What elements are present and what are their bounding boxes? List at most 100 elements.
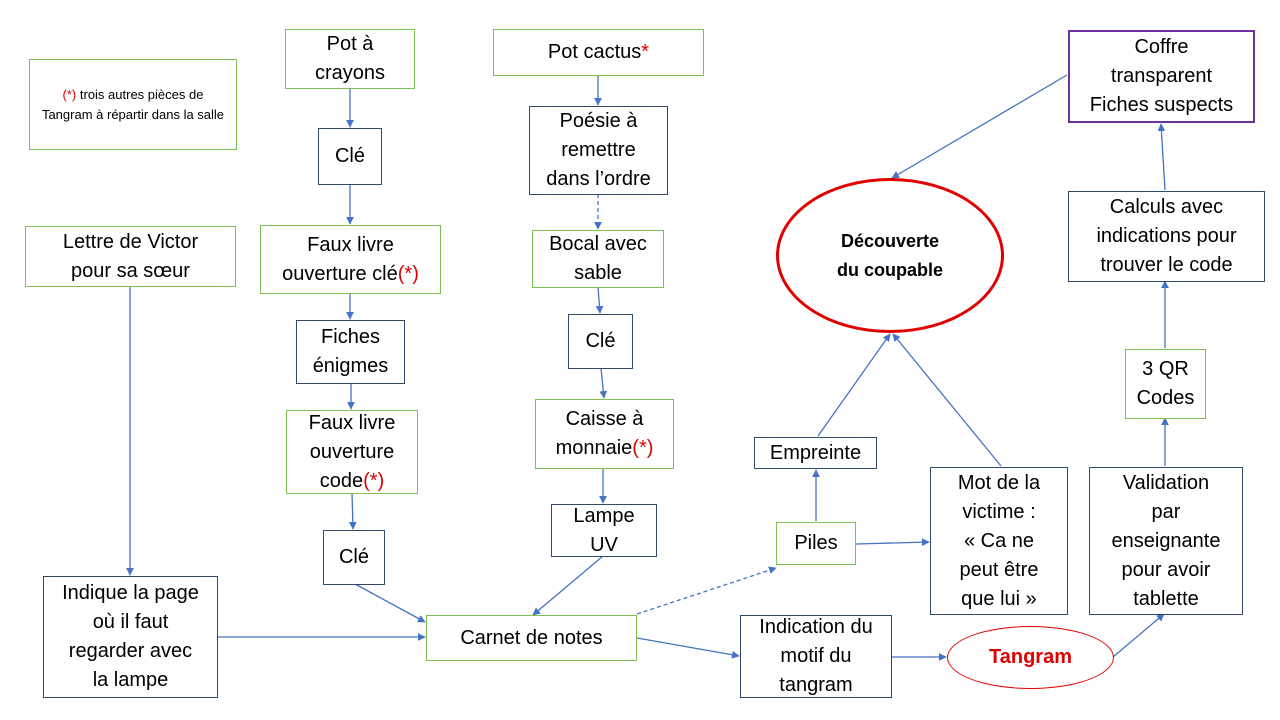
node-line: Bocal avec — [549, 233, 647, 255]
node-indication-motif: Indication du motif du tangram — [740, 615, 892, 698]
node-line: Indication du — [759, 616, 873, 638]
node-poesie: Poésie à remettre dans l’ordre — [529, 106, 668, 195]
node-line: où il faut — [92, 611, 169, 633]
node-line: Lampe — [573, 504, 635, 527]
node-line: la lampe — [92, 669, 169, 691]
node-line: regarder avec — [68, 640, 193, 662]
node-line: tablette — [1133, 587, 1199, 610]
node-indique-page: Indique la page où il faut regarder avec la… — [43, 576, 218, 698]
node-line: Faux livre — [308, 411, 396, 434]
node-faux-livre-cle: Faux livre ouverture clé(*) — [260, 225, 441, 294]
arrow-lampe-to-carnet — [532, 555, 604, 616]
node-line: UV — [590, 533, 618, 556]
node-line: ouverture — [309, 440, 395, 463]
node-mot-victime: Mot de la victime : « Ca ne peut être que lu… — [930, 467, 1068, 615]
node-line: Fiches suspects — [1089, 94, 1234, 116]
node-line: pour sa sœur — [71, 259, 190, 282]
node-line: code — [319, 469, 364, 492]
note-star: (*) — [62, 86, 77, 102]
node-line: du coupable — [836, 259, 943, 280]
node-pot-cactus: Pot cactus* — [493, 29, 704, 76]
node-line: ouverture clé — [282, 262, 398, 285]
node-line: remettre — [561, 139, 636, 161]
node-line: énigmes — [312, 355, 389, 377]
node-bocal: Bocal avec sable — [532, 230, 664, 288]
node-fiches-enigmes: Fiches énigmes — [296, 320, 405, 384]
arrow-tangram-to-validation — [1112, 613, 1165, 658]
node-line: Validation — [1122, 471, 1210, 494]
node-line: indications pour — [1096, 225, 1237, 247]
node-line: Poésie à — [559, 110, 638, 132]
node-line: Faux livre — [307, 233, 394, 256]
node-line: tangram — [779, 674, 853, 696]
node-line: Pot cactus — [547, 41, 642, 63]
node-calculs: Calculs avec indications pour trouver le c… — [1068, 191, 1265, 282]
arrow-cle-to-carnet — [354, 583, 426, 623]
arrow-mot-to-decouverte — [892, 333, 1002, 467]
node-line: Empreinte — [769, 441, 862, 464]
node-line: Tangram — [989, 646, 1072, 668]
node-line: sable — [574, 262, 622, 284]
node-line: victime : — [962, 500, 1036, 523]
star-marker: (*) — [632, 437, 654, 459]
arrow-carnet-to-piles — [636, 566, 777, 615]
node-line: « Ca ne — [963, 529, 1035, 552]
node-lettre-victor: Lettre de Victor pour sa sœur — [25, 226, 236, 287]
arrow-empreinte-to-decouverte — [817, 333, 891, 437]
node-decouverte: Découverte du coupable — [776, 178, 1004, 333]
node-line: monnaie — [555, 437, 633, 459]
node-line: Calculs avec — [1109, 196, 1224, 218]
node-cle-2: Clé — [323, 530, 385, 585]
node-cle-3: Clé — [568, 314, 633, 369]
arrow-faux-livre-code-to-cle — [348, 492, 357, 530]
arrow-calculs-to-coffre — [1157, 123, 1166, 191]
node-line: enseignante — [1111, 529, 1221, 552]
node-line: Carnet de notes — [460, 626, 603, 649]
node-line: Fiches — [321, 326, 380, 348]
arrow-cle-to-caisse — [599, 367, 608, 399]
node-line: Découverte — [840, 230, 940, 251]
node-line: que lui » — [961, 587, 1037, 610]
node-line: Piles — [794, 532, 838, 554]
node-caisse: Caisse à monnaie(*) — [535, 399, 674, 469]
star-marker: * — [641, 41, 650, 63]
note-body: trois autres pièces de Tangram à réparti… — [41, 86, 225, 122]
node-validation: Validation par enseignante pour avoir tablet… — [1089, 467, 1243, 615]
node-faux-livre-code: Faux livre ouverture code(*) — [286, 410, 418, 494]
node-line: Mot de la — [957, 471, 1041, 494]
node-line: par — [1151, 500, 1181, 523]
node-line: motif du — [780, 645, 852, 667]
star-marker: (*) — [363, 469, 385, 492]
node-tangram: Tangram — [947, 626, 1114, 689]
node-line: peut être — [959, 558, 1039, 581]
node-line: pour avoir — [1121, 558, 1211, 581]
arrow-coffre-to-decouverte — [891, 74, 1068, 179]
arrow-carnet-to-indication — [636, 637, 740, 659]
arrow-bocal-to-cle — [595, 286, 604, 314]
node-line: Clé — [338, 546, 369, 568]
node-empreinte: Empreinte — [754, 437, 877, 469]
node-line: Codes — [1136, 387, 1195, 409]
node-line: Caisse à — [565, 408, 644, 430]
node-line: trouver le code — [1100, 254, 1233, 276]
node-piles: Piles — [776, 522, 856, 565]
arrow-piles-to-mot — [855, 538, 930, 547]
node-line: transparent — [1110, 65, 1213, 87]
node-line: Lettre de Victor — [62, 230, 199, 253]
node-cle-1: Clé — [318, 128, 382, 185]
node-line: dans l’ordre — [546, 168, 651, 190]
node-line: Clé — [334, 145, 365, 167]
note-text: (*) trois autres pièces de Tangram à rép… — [40, 85, 226, 125]
note-box: (*) trois autres pièces de Tangram à rép… — [29, 59, 237, 150]
node-carnet: Carnet de notes — [426, 615, 637, 661]
node-line: Pot à — [326, 33, 374, 55]
node-line: Clé — [585, 330, 616, 352]
star-marker: (*) — [397, 262, 419, 285]
node-line: Indique la page — [62, 582, 199, 604]
node-line: Coffre — [1134, 36, 1189, 58]
